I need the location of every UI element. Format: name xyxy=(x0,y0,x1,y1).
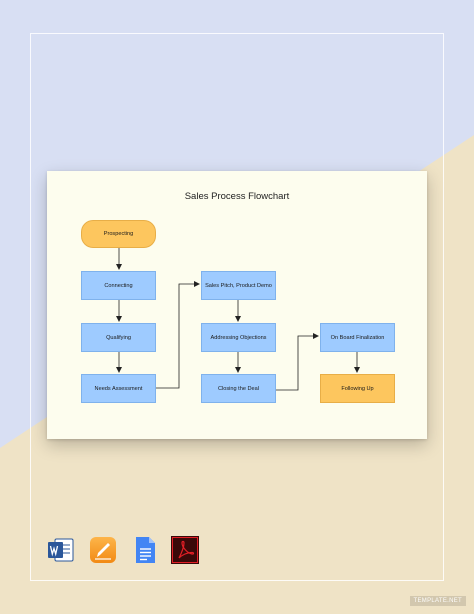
pdf-icon[interactable] xyxy=(171,536,199,564)
node-connecting: Connecting xyxy=(81,271,156,300)
word-icon[interactable] xyxy=(47,536,75,564)
node-addressing-objections: Addressing Objections xyxy=(201,323,276,352)
flowchart-card: Sales Process Flowchart Prospecting Conn… xyxy=(47,171,427,439)
pages-icon[interactable] xyxy=(89,536,117,564)
node-sales-pitch: Sales Pitch, Product Demo xyxy=(201,271,276,300)
arrow-needs-pitch xyxy=(156,281,200,389)
google-docs-icon[interactable] xyxy=(131,536,159,564)
flowchart-title: Sales Process Flowchart xyxy=(184,191,290,202)
node-qualifying: Qualifying xyxy=(81,323,156,352)
node-following-up: Following Up xyxy=(320,374,395,403)
node-prospecting: Prospecting xyxy=(81,220,156,248)
node-on-board-finalization: On Board Finalization xyxy=(320,323,395,352)
watermark: TEMPLATE.NET xyxy=(409,596,466,606)
decorative-frame xyxy=(30,33,444,581)
arrow-closing-onboard xyxy=(275,333,319,391)
node-needs-assessment: Needs Assessment xyxy=(81,374,156,403)
node-closing-deal: Closing the Deal xyxy=(201,374,276,403)
connectors xyxy=(116,248,360,391)
